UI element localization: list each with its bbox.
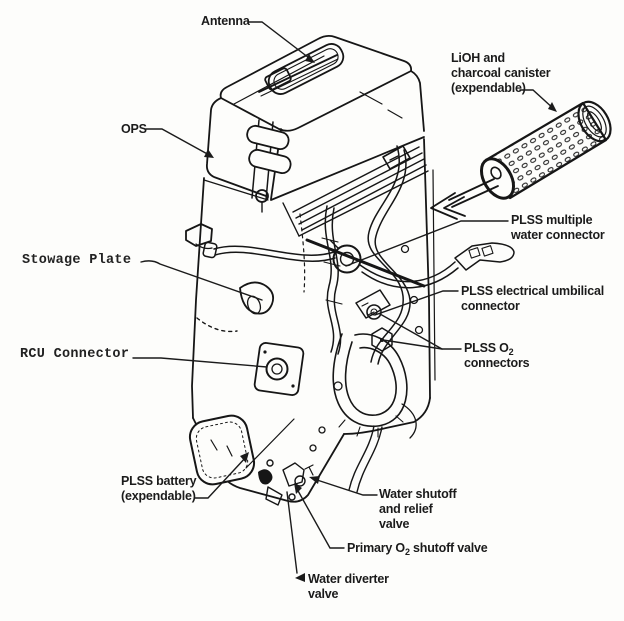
antenna-bar: [258, 54, 338, 93]
water-connector-label: PLSS multiple water connector: [511, 213, 605, 242]
water-shutoff-label: Water shutoff and relief valve: [379, 487, 457, 531]
lioh-leader-line: [519, 89, 557, 112]
battery-leader-line: [194, 452, 249, 499]
stowage-plate-label: Stowage Plate: [22, 253, 132, 268]
upper-hose: [202, 241, 336, 262]
louver-panel: [282, 145, 429, 237]
o2-connectors-leader-line: [379, 313, 462, 350]
water-shutoff-leader-line: [309, 476, 378, 496]
hose-clamp-bracket: [185, 223, 213, 250]
battery-plate: [188, 414, 295, 486]
antenna-label: Antenna: [201, 14, 250, 28]
stowage-plate-leader-line: [140, 260, 263, 301]
electrical-connector-label: PLSS electrical umbilical connector: [461, 284, 604, 313]
primary-o2-leader-line: [294, 483, 345, 549]
plss-body: [191, 138, 436, 503]
water-diverter-label: Water diverter valve: [308, 572, 389, 601]
lioh-canister-label: LiOH and charcoal canister (expendable): [451, 51, 551, 95]
lioh-canister: [479, 100, 612, 200]
rcu-connector: [253, 342, 305, 396]
electrical-umbilical-connector: [355, 289, 391, 319]
water-connector-leader-line: [345, 220, 509, 267]
bolt-fittings: [309, 244, 424, 452]
corrugated-hose: [321, 205, 343, 355]
battery-label: PLSS battery (expendable): [121, 474, 197, 503]
rcu-connector-leader-line: [132, 357, 268, 368]
stowage-plate: [239, 281, 275, 315]
ops-leader-line: [145, 128, 214, 158]
primary-o2-label: Primary O2 shutoff valve: [347, 541, 488, 557]
rcu-connector-label: RCU Connector: [20, 347, 130, 362]
strap-buckles: [246, 119, 292, 213]
o2-connectors-label: PLSS O2 connectors: [464, 341, 530, 370]
valve-cluster: [258, 459, 314, 506]
ops-box: [205, 34, 425, 201]
insertion-arrow: [430, 178, 499, 220]
electrical-connector-leader-line: [374, 290, 459, 316]
water-diverter-leader-line: [286, 491, 305, 582]
o2-connector-upper: [366, 304, 382, 320]
s-hose: [367, 145, 411, 365]
ops-label: OPS: [121, 122, 147, 136]
antenna-leader-line: [248, 21, 315, 63]
ops-antenna-recess: [258, 43, 345, 97]
o2-connector-lower: [371, 327, 393, 352]
panel-shadow-line: [305, 238, 426, 288]
dangling-hose-fitting: [359, 242, 515, 289]
loop-hose: [332, 333, 417, 493]
